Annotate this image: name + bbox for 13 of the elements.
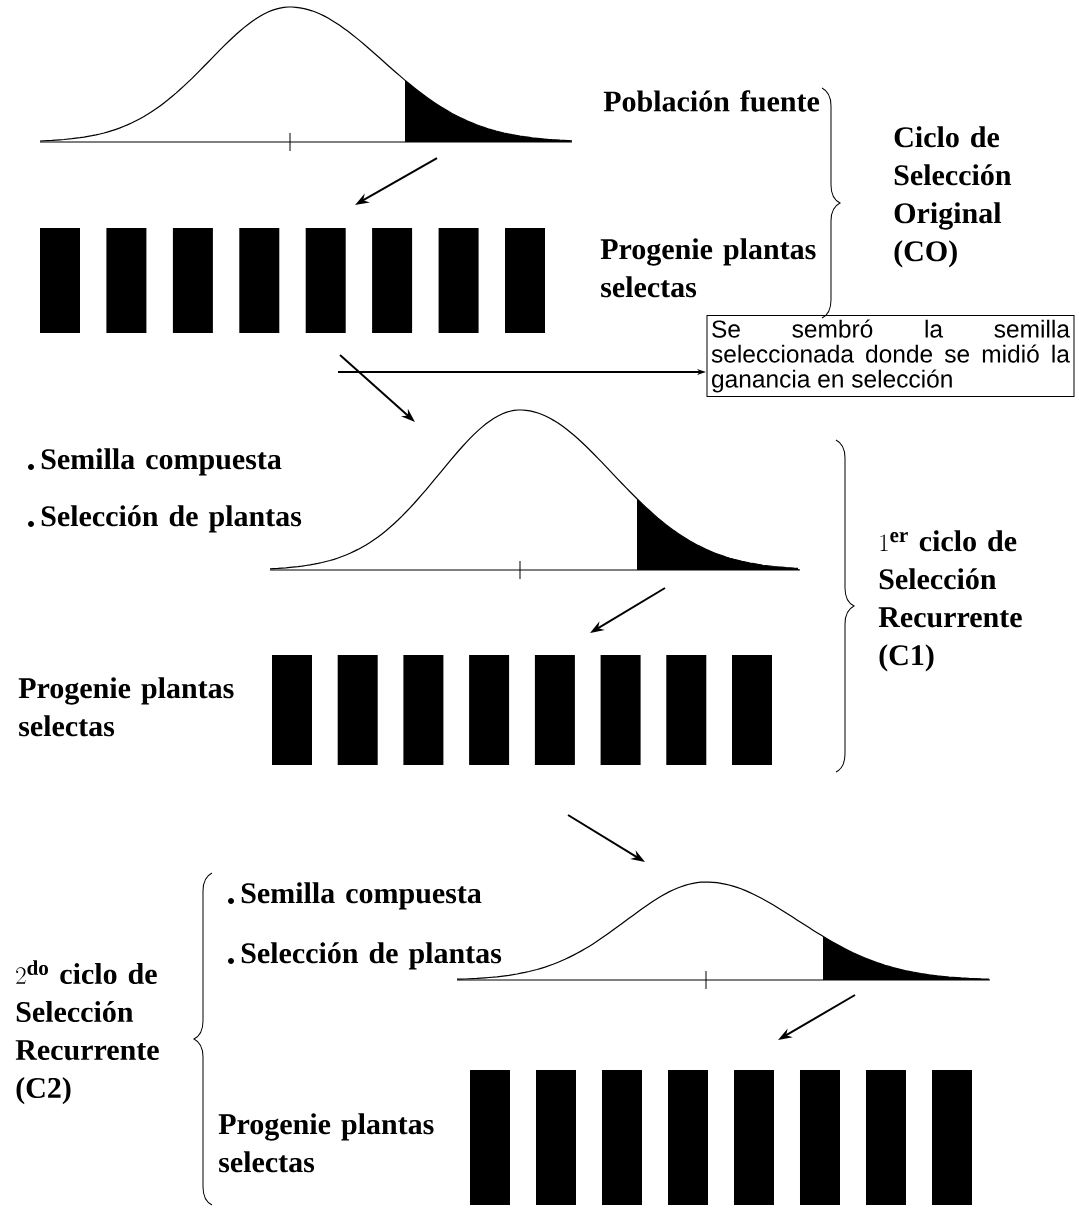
label: $1^{\mathbf{er}}$ ciclo de Selección Recurrente (C1) [878,530,1022,672]
label: Progenie plantas selectas [600,238,816,298]
label: Selección de plantas [41,505,302,533]
label: Selección de plantas [241,942,502,970]
label: Semilla compuesta [41,448,282,476]
text-box: Se sembró la semilla seleccionada donde se midió la ganancia en selección [706,314,1075,398]
bars-drawing [470,1070,972,1205]
bars-drawing [40,228,545,333]
bell-curve-drawing [39,6,573,152]
label: Semilla compuesta [241,882,482,910]
label: $2^{\mathbf{do}}$ ciclo de Selección Recurrente (C2) [15,960,159,1105]
label: Ciclo de Selección Original (CO) [894,126,1012,268]
bars-drawing [272,655,772,765]
